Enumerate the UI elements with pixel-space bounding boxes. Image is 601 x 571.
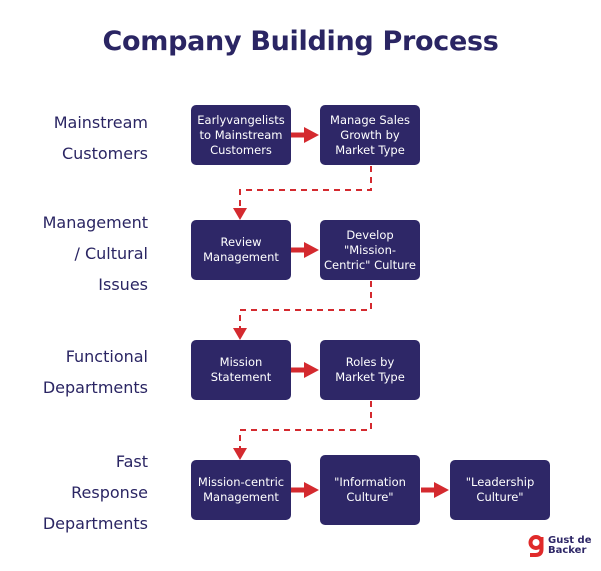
step-review-management: Review Management (191, 220, 291, 280)
step-roles-by-market-type: Roles by Market Type (320, 340, 420, 400)
step-label: Earlyvangelists to Mainstream Customers (197, 112, 285, 157)
step-label: Review Management (203, 235, 279, 264)
row-label-functional-departments: Functional Departments (42, 347, 148, 397)
arrow-row4-step1-to-step2 (291, 482, 319, 498)
step-label: "Information Culture" (334, 475, 406, 504)
row-label-mainstream-customers: Mainstream Customers (53, 113, 148, 163)
step-label: Mission-centric Management (197, 475, 285, 504)
step-leadership-culture: "Leadership Culture" (450, 460, 550, 520)
arrow-row3-step1-to-step2 (291, 362, 319, 378)
step-develop-mission-centric-culture: Develop "Mission- Centric" Culture (320, 220, 420, 280)
row-label-management-cultural-issues: Management / Cultural Issues (42, 213, 148, 294)
arrow-row2-step1-to-step2 (291, 242, 319, 258)
step-label: Mission Statement (210, 355, 272, 384)
step-mission-centric-management: Mission-centric Management (191, 460, 291, 520)
arrow-row1-step1-to-step2 (291, 127, 319, 143)
step-information-culture: "Information Culture" (320, 455, 420, 525)
step-label: Develop "Mission- Centric" Culture (324, 227, 416, 272)
step-mission-statement: Mission Statement (191, 340, 291, 400)
brand-logo: Gust de Backer (528, 535, 591, 557)
dashed-connector-row2-to-row3 (233, 281, 372, 340)
dashed-connector-row1-to-row2 (233, 166, 372, 220)
arrow-row4-step2-to-step3 (421, 482, 449, 498)
step-label: Manage Sales Growth by Market Type (330, 112, 410, 157)
step-label: Roles by Market Type (335, 355, 405, 384)
step-label: "Leadership Culture" (465, 475, 535, 504)
step-earlyvangelists-to-mainstream: Earlyvangelists to Mainstream Customers (191, 105, 291, 165)
step-manage-sales-growth: Manage Sales Growth by Market Type (320, 105, 420, 165)
dashed-connector-row3-to-row4 (233, 401, 372, 460)
logo-text: Gust de Backer (548, 535, 592, 556)
row-label-fast-response-departments: Fast Response Departments (42, 452, 148, 533)
g-logo-icon (528, 535, 544, 557)
diagram-title: Company Building Process (102, 26, 499, 57)
